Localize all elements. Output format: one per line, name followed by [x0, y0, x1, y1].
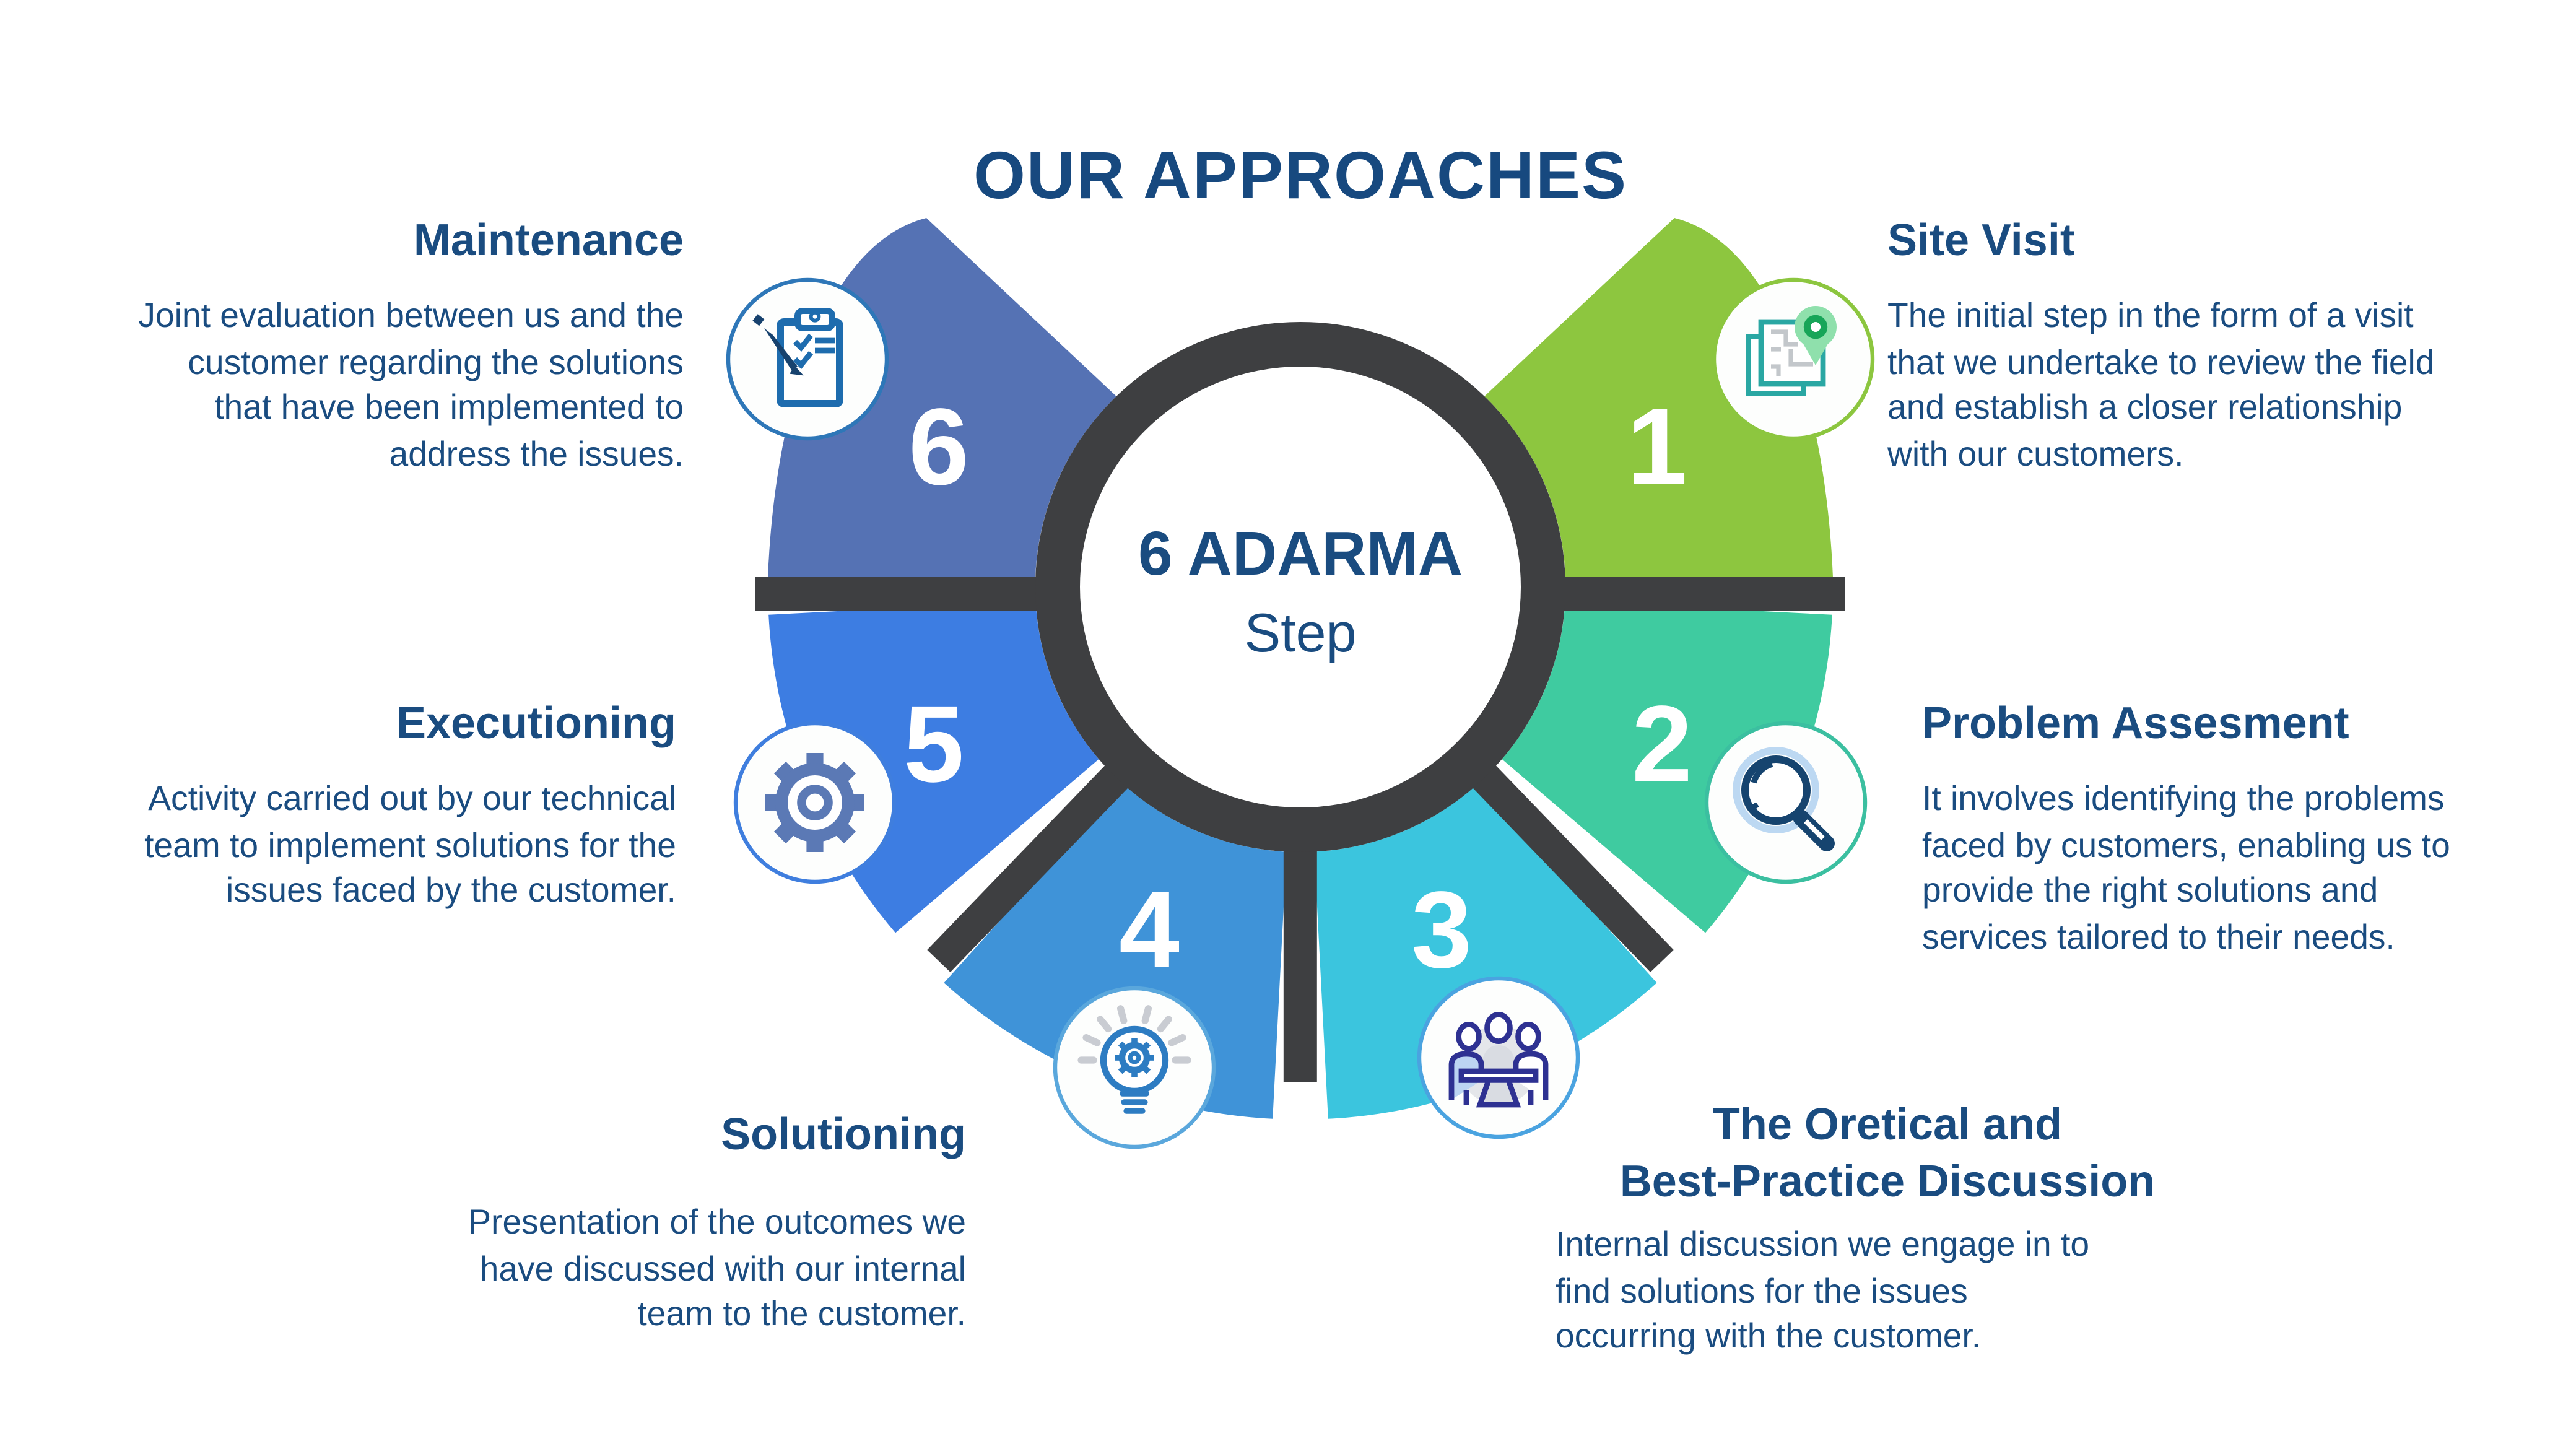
step-heading: Site Visit — [1887, 215, 2075, 265]
lower-left-spoke — [927, 744, 1149, 973]
right-spoke — [1558, 577, 1845, 611]
bulb-gear-icon — [1053, 986, 1216, 1149]
step-body: Presentation of the outcomes we have dis… — [468, 1204, 966, 1333]
step-heading: Executioning — [396, 698, 676, 748]
step-heading: Problem Assesment — [1922, 698, 2349, 748]
step-body: Joint evaluation between us and the cust… — [138, 297, 684, 473]
pencil — [752, 314, 804, 376]
step-block-solutioning: Solutioning Presentation of the outcomes… — [347, 1107, 966, 1339]
step-block-executioning: Executioning Activity carried out by our… — [57, 696, 676, 916]
step-block-site-visit: Site Visit The initial step in the form … — [1887, 213, 2561, 479]
lower-right-spoke — [1452, 744, 1674, 973]
center-title: 6 ADARMA — [1138, 519, 1463, 588]
gear-in-bulb — [1115, 1038, 1154, 1077]
step-body: Activity carried out by our technical te… — [144, 780, 676, 910]
page-title: OUR APPROACHES — [973, 139, 1628, 213]
step-heading: Solutioning — [721, 1110, 966, 1159]
segment-number-1: 1 — [1627, 386, 1687, 508]
segment-number-5: 5 — [903, 684, 964, 805]
gear-icon — [733, 721, 897, 884]
location-pin — [1795, 306, 1837, 365]
segment-number-4: 4 — [1119, 869, 1180, 991]
discussion-icon — [1417, 976, 1580, 1139]
map-pin-icon — [1712, 277, 1875, 441]
segment-number-6: 6 — [908, 386, 969, 508]
step-block-theoretical-discussion: The Oretical and Best-Practice Discussio… — [1556, 1097, 2219, 1362]
magnifier-icon — [1704, 721, 1868, 884]
segment-number-2: 2 — [1632, 684, 1692, 805]
step-block-problem-assesment: Problem Assesment It involves identifyin… — [1922, 696, 2571, 962]
step-heading: Maintenance — [413, 215, 684, 265]
segment-number-3: 3 — [1411, 869, 1472, 991]
step-body: The initial step in the form of a visit … — [1887, 297, 2435, 473]
clipboard-icon — [726, 277, 889, 441]
step-heading: The Oretical and Best-Practice Discussio… — [1619, 1100, 2156, 1206]
step-body: Internal discussion we engage in to find… — [1556, 1226, 2090, 1355]
step-block-maintenance: Maintenance Joint evaluation between us … — [64, 213, 684, 479]
left-spoke — [755, 577, 1043, 611]
center-ring — [1035, 322, 1565, 852]
center-subtitle: Step — [1244, 602, 1356, 663]
step-body: It involves identifying the problems fac… — [1922, 780, 2450, 956]
